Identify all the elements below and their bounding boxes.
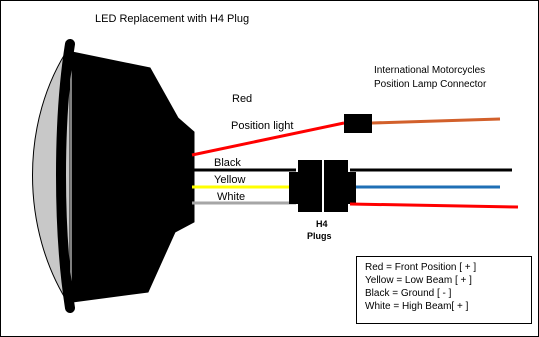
- legend-item-red: Red = Front Position [ + ]: [365, 262, 477, 273]
- black-wire-label: Black: [214, 157, 241, 169]
- connector-label-line1: International Motorcycles: [374, 65, 486, 76]
- diagram-title: LED Replacement with H4 Plug: [95, 13, 250, 25]
- headlamp-rim: [56, 39, 75, 313]
- h4-plug-right-cap: [342, 172, 356, 204]
- position-lamp-connector: [344, 114, 372, 133]
- connector-label-line2: Position Lamp Connector: [374, 79, 487, 90]
- yellow-wire-label: Yellow: [214, 174, 246, 186]
- red-wire-label: Red: [232, 93, 253, 105]
- red-wire-left: [191, 121, 345, 157]
- legend-item-black: Black = Ground [ - ]: [365, 288, 452, 299]
- h4-plugs-label-line1: H4: [316, 219, 328, 229]
- legend-item-yellow: Yellow = Low Beam [ + ]: [365, 275, 472, 286]
- headlamp-body: [71, 51, 195, 303]
- h4-plugs-label-line2: Plugs: [307, 231, 332, 241]
- red-wire-right: [349, 202, 519, 209]
- white-wire-label: White: [217, 191, 246, 203]
- h4-plug-left: [298, 160, 322, 212]
- legend-item-white: White = High Beam[ + ]: [365, 301, 469, 312]
- wire-legend: Red = Front Position [ + ] Yellow = Low …: [356, 256, 532, 324]
- orange-wire: [371, 117, 501, 125]
- position-light-label: Position light: [231, 120, 294, 132]
